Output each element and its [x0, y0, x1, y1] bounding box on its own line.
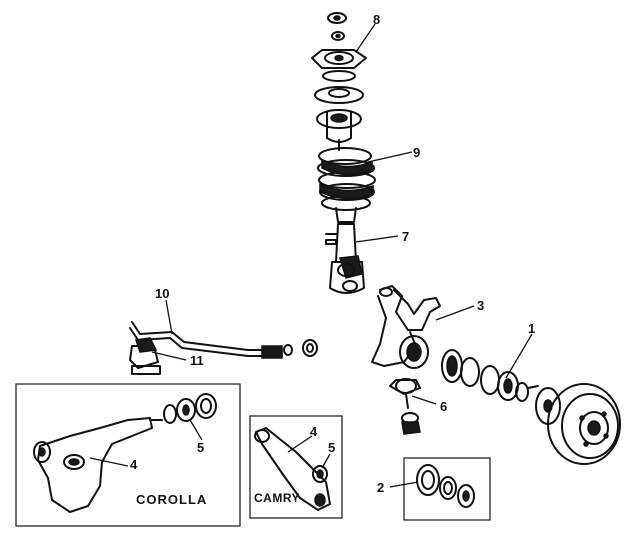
brake-rotor [535, 383, 621, 465]
callout-11: 11 [190, 353, 204, 368]
callout-3: 3 [477, 298, 484, 313]
steering-knuckle [371, 285, 441, 369]
camry-label: CAMRY [254, 491, 300, 505]
callout-4-corolla: 4 [130, 457, 138, 472]
corolla-lower-control-arm [33, 393, 217, 513]
callout-7: 7 [402, 229, 409, 244]
callout-5-camry: 5 [328, 440, 335, 455]
camry-inset-box [249, 415, 343, 519]
callout-9: 9 [413, 145, 420, 160]
bearing-kit [416, 464, 475, 508]
ball-joint [389, 378, 421, 435]
callout-10: 10 [155, 286, 169, 301]
strut-mount-assembly [311, 12, 367, 143]
callout-2: 2 [377, 480, 384, 495]
strut-assembly [325, 223, 365, 294]
callout-5-corolla: 5 [197, 440, 204, 455]
hub-bearing-assembly [441, 349, 539, 402]
corolla-inset-box [15, 383, 241, 527]
callout-8: 8 [373, 12, 380, 27]
stabilizer-bushing [129, 337, 161, 375]
callout-1: 1 [528, 321, 535, 336]
camry-lower-control-arm [254, 427, 331, 511]
stabilizer-bar [129, 321, 318, 359]
coil-spring [317, 139, 376, 223]
leader-lines [89, 23, 533, 488]
corolla-label: COROLLA [136, 492, 207, 507]
callout-6: 6 [440, 399, 447, 414]
callout-4-camry: 4 [310, 424, 318, 439]
bearing-kit-inset-box [403, 457, 491, 521]
